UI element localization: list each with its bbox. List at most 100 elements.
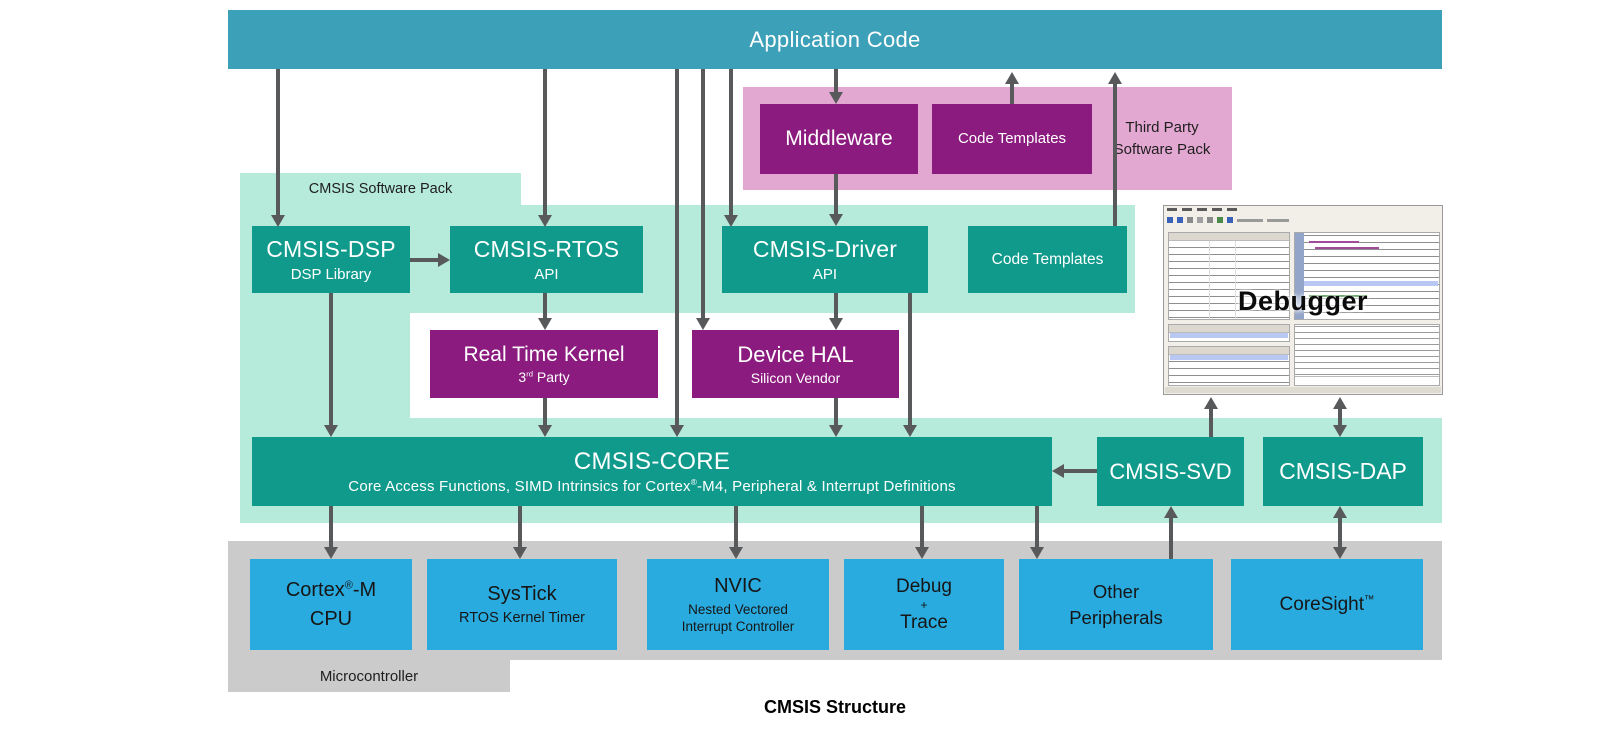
arrow-head (829, 92, 843, 104)
debug-trace-plus: + (920, 597, 928, 612)
arrow-line (1035, 506, 1039, 547)
arrow-line (908, 293, 912, 425)
debug-trace-line1: Debug (896, 575, 952, 597)
source-code-lines (1304, 235, 1439, 319)
arrow-head (724, 215, 738, 227)
cmsis-svd-box: CMSIS-SVD (1097, 437, 1244, 506)
cortex-m-cpu-line1: Cortex®-M (286, 576, 376, 605)
selected-row-highlight (1170, 333, 1288, 338)
arrow-head (903, 425, 917, 437)
nvic-title: NVIC (714, 574, 762, 597)
coresight-box: CoreSight™ (1231, 559, 1423, 650)
current-line-highlight (1304, 281, 1438, 286)
cmsis-code-templates-box: Code Templates (968, 226, 1127, 293)
cmsis-software-pack-label: CMSIS Software Pack (308, 181, 453, 197)
cmsis-rtos-subtitle: API (534, 265, 559, 283)
nvic-box: NVIC Nested Vectored Interrupt Controlle… (647, 559, 829, 650)
menu-item-dash (1182, 208, 1192, 211)
arrow-head (829, 318, 843, 330)
arrow-line (1338, 518, 1342, 547)
debugger-toolbar (1167, 216, 1289, 224)
debugger-stack-panel (1168, 346, 1290, 386)
third-party-pack-label: Third Party Software Pack (1092, 104, 1232, 174)
arrow-line (701, 69, 705, 318)
nvic-subtitle-line1: Nested Vectored (688, 601, 788, 617)
toolbar-icon (1227, 217, 1233, 223)
toolbar-icon (1237, 218, 1263, 222)
arrow-line (276, 69, 280, 215)
toolbar-icon (1187, 217, 1193, 223)
cmsis-core-title: CMSIS-CORE (573, 448, 731, 476)
arrow-head (538, 425, 552, 437)
arrow-line (675, 69, 679, 425)
arrow-head (538, 318, 552, 330)
cmsis-core-box: CMSIS-CORE Core Access Functions, SIMD I… (252, 437, 1052, 506)
cmsis-dsp-box: CMSIS-DSP DSP Library (252, 226, 410, 293)
command-input (1295, 376, 1439, 385)
systick-box: SysTick RTOS Kernel Timer (427, 559, 617, 650)
real-time-kernel-box: Real Time Kernel 3rd Party (430, 330, 658, 398)
toolbar-icon (1197, 217, 1203, 223)
debugger-menu-bar (1167, 208, 1237, 213)
arrow-head (729, 547, 743, 559)
arrow-line (543, 398, 547, 425)
debugger-window: Debugger (1163, 205, 1443, 395)
arrow-line (834, 293, 838, 318)
cmsis-svd-label: CMSIS-SVD (1109, 458, 1232, 484)
cmsis-driver-title: CMSIS-Driver (752, 236, 898, 263)
arrow-line (1064, 469, 1097, 473)
arrow-head (829, 214, 843, 226)
arrow-head (670, 425, 684, 437)
cortex-m-cpu-line2: CPU (309, 607, 353, 630)
column-divider (1235, 241, 1236, 319)
systick-subtitle: RTOS Kernel Timer (459, 609, 585, 626)
debugger-label: Debugger (1237, 286, 1368, 316)
arrow-line (543, 293, 547, 318)
toolbar-icon (1267, 218, 1289, 222)
line-number-gutter (1295, 233, 1304, 319)
rtk-sub-post: Party (533, 369, 570, 386)
cpu-line1-sup: ® (344, 578, 353, 591)
arrow-head (915, 547, 929, 559)
panel-header (1169, 325, 1289, 333)
systick-title: SysTick (487, 582, 557, 605)
arrow-head (1333, 506, 1347, 518)
cortex-m-cpu-box: Cortex®-M CPU (250, 559, 412, 650)
comment-strip (1309, 295, 1367, 297)
third-party-code-templates-box: Code Templates (932, 104, 1092, 174)
arrow-line (734, 506, 738, 547)
menu-item-dash (1212, 208, 1222, 211)
coresight-title: CoreSight (1279, 593, 1365, 615)
arrow-line (410, 258, 438, 262)
microcontroller-label: Microcontroller (319, 667, 419, 685)
arrow-line (329, 293, 333, 425)
debugger-console-panel (1294, 324, 1440, 386)
real-time-kernel-subtitle: 3rd Party (518, 369, 569, 385)
application-code-banner: Application Code (228, 10, 1442, 69)
toolbar-icon (1217, 217, 1223, 223)
coresight-tm-sup: ™ (1364, 594, 1375, 606)
menu-item-dash (1227, 208, 1237, 211)
arrow-line (1338, 409, 1342, 425)
arrow-line (834, 398, 838, 425)
arrow-head (438, 253, 450, 267)
debugger-source-panel (1294, 232, 1440, 320)
third-party-label-line1: Third Party (1125, 118, 1199, 136)
keyword-strip (1309, 241, 1359, 243)
arrow-line (1169, 518, 1173, 559)
cpu-line1-post: -M (352, 578, 377, 601)
column-divider (1209, 241, 1210, 319)
cmsis-driver-subtitle: API (812, 265, 838, 283)
arrow-line (834, 69, 838, 92)
arrow-line (518, 506, 522, 547)
rtk-sub-sup: rd (526, 369, 534, 379)
nvic-subtitle-line2: Interrupt Controller (681, 618, 795, 634)
arrow-line (1010, 84, 1014, 104)
arrow-head (1030, 547, 1044, 559)
arrow-head (538, 215, 552, 227)
debug-trace-line3: Trace (900, 611, 948, 633)
core-subtitle-pre: Core Access Functions, SIMD Intrinsics f… (348, 477, 691, 495)
arrow-head (1333, 425, 1347, 437)
panel-header (1169, 347, 1289, 355)
cmsis-software-pack-region-left-column (240, 313, 410, 418)
